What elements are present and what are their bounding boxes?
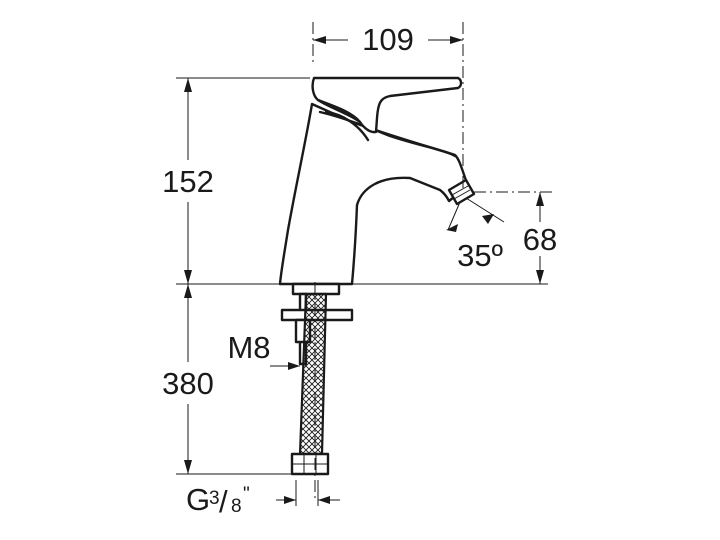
connection-label: G <box>186 482 210 517</box>
center-lines <box>312 22 552 500</box>
connection-fraction-num: 3 <box>209 488 220 509</box>
base-flange <box>291 282 341 296</box>
connection-fraction-den: 8 <box>231 496 242 517</box>
lever-shading-line <box>324 110 370 142</box>
spout-height-label: 68 <box>523 222 557 257</box>
height-label: 152 <box>162 164 214 199</box>
faucet-body <box>278 76 476 286</box>
thread-label: M8 <box>227 330 270 365</box>
hose-end-nut-lines <box>292 454 328 474</box>
dimension-spout-height: 68 <box>523 192 557 284</box>
lever-underside <box>316 98 362 124</box>
dimension-hose-length: 380 <box>162 284 292 475</box>
dimension-width: 109 <box>313 22 463 57</box>
dimension-connection: G 3 / 8 " <box>186 480 340 519</box>
thread-callout: M8 <box>227 330 300 370</box>
connection-fraction-sep: / <box>219 484 228 519</box>
angle-label: 35º <box>457 238 503 273</box>
width-label: 109 <box>362 22 414 57</box>
mounting-assembly <box>280 282 354 476</box>
spout-top-line <box>318 110 457 158</box>
dimension-angle: 35º <box>446 197 505 273</box>
connection-inch-mark: " <box>243 484 250 505</box>
aerator-detail <box>451 185 471 200</box>
hose-length-label: 380 <box>162 366 214 401</box>
dimension-height: 152 <box>162 77 548 285</box>
